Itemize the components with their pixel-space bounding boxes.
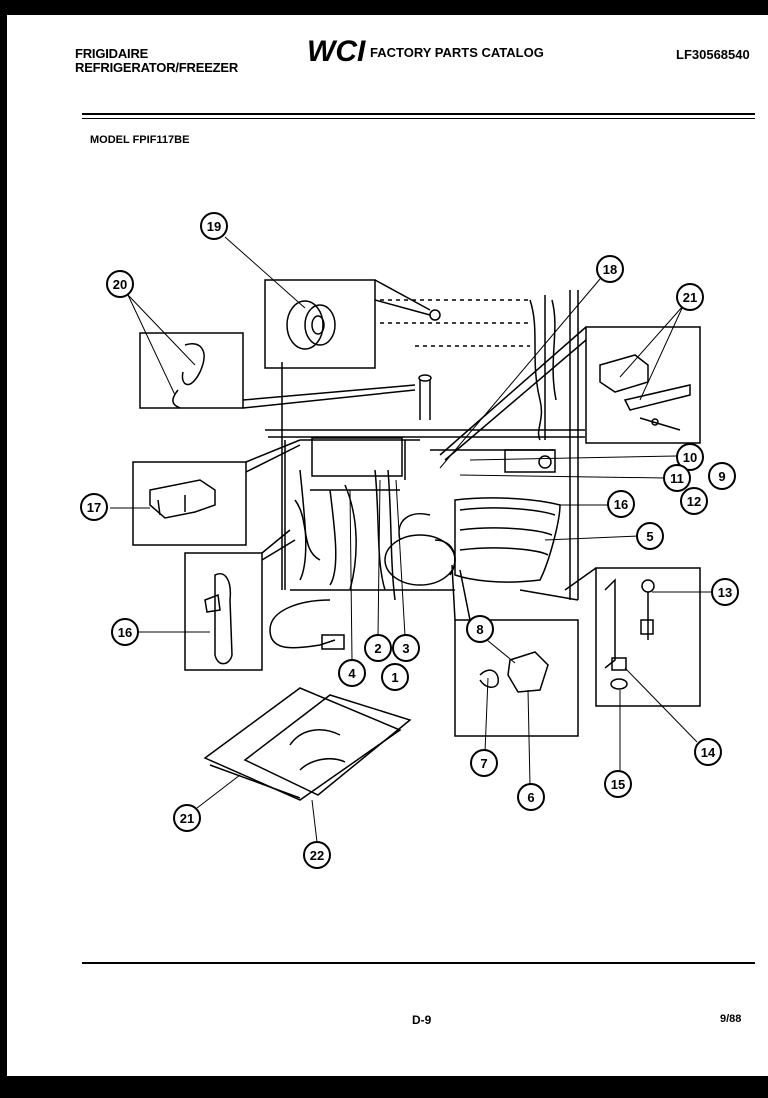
- wci-logo-text: WCI: [307, 35, 366, 65]
- header-rule: [82, 113, 755, 115]
- page-number: D-9: [412, 1013, 432, 1027]
- svg-text:19: 19: [207, 219, 221, 234]
- callout-20: 20: [106, 270, 134, 298]
- svg-text:21: 21: [683, 290, 697, 305]
- svg-text:3: 3: [402, 641, 409, 656]
- callout-7: 7: [470, 749, 498, 777]
- fan-motor: [430, 449, 556, 473]
- callout-4: 4: [338, 659, 366, 687]
- callout-5: 5: [636, 522, 664, 550]
- svg-text:20: 20: [113, 277, 127, 292]
- callout-17: 17: [80, 493, 108, 521]
- model-label: MODEL FPIF117BE: [90, 134, 190, 146]
- wiring-harness: [294, 469, 396, 601]
- svg-text:16: 16: [614, 497, 628, 512]
- svg-text:15: 15: [611, 777, 625, 792]
- product-type: REFRIGERATOR/FREEZER: [75, 60, 239, 75]
- detail-box-21: [439, 326, 701, 461]
- callout-1: 1: [381, 663, 409, 691]
- callout-22: 21: [173, 804, 201, 832]
- callout-16-right: 16: [607, 490, 635, 518]
- callout-6: 6: [517, 783, 545, 811]
- svg-text:9: 9: [718, 469, 725, 484]
- svg-text:4: 4: [348, 666, 356, 681]
- callout-11: 11: [663, 464, 691, 492]
- wci-logo: WCI: [307, 35, 366, 65]
- callout-21: 21: [676, 283, 704, 311]
- callout-15: 15: [604, 770, 632, 798]
- svg-text:10: 10: [683, 450, 697, 465]
- svg-text:22: 22: [310, 848, 324, 863]
- detail-box-19: [264, 279, 441, 369]
- svg-text:16: 16: [118, 625, 132, 640]
- detail-box-17: [132, 439, 301, 546]
- detail-box-20: [139, 332, 432, 420]
- svg-text:6: 6: [527, 790, 534, 805]
- svg-text:5: 5: [646, 529, 653, 544]
- compressor: [384, 513, 456, 586]
- callout-9: 9: [708, 462, 736, 490]
- leader-lines: [110, 236, 713, 843]
- callout-2: 2: [364, 634, 392, 662]
- callout-8: 8: [466, 615, 494, 643]
- manuals: [203, 687, 412, 801]
- scan-edge: [0, 660, 7, 1080]
- callout-12: 12: [680, 487, 708, 515]
- callout-16-left: 16: [111, 618, 139, 646]
- condenser-coil: [454, 497, 561, 583]
- svg-text:7: 7: [480, 756, 487, 771]
- footer-rule: [82, 962, 755, 964]
- part-number: LF30568540: [676, 47, 750, 62]
- svg-text:21: 21: [180, 811, 194, 826]
- svg-text:14: 14: [701, 745, 716, 760]
- callout-10: 10: [676, 443, 704, 471]
- detail-box-relay: [451, 564, 579, 737]
- header-rule-thin: [82, 118, 755, 119]
- svg-text:8: 8: [476, 622, 483, 637]
- callout-19: 19: [200, 212, 228, 240]
- revision-date: 9/88: [720, 1013, 742, 1025]
- brand-block: FRIGIDAIRE REFRIGERATOR/FREEZER: [75, 47, 238, 75]
- catalog-title: FACTORY PARTS CATALOG: [370, 45, 544, 60]
- svg-text:2: 2: [374, 641, 381, 656]
- power-cord: [269, 599, 345, 650]
- brand-name: FRIGIDAIRE: [75, 46, 149, 61]
- svg-text:17: 17: [87, 500, 101, 515]
- drain-pan: [300, 437, 420, 491]
- detail-box-mount: [564, 567, 701, 707]
- svg-text:12: 12: [687, 494, 701, 509]
- callout-13: 13: [711, 578, 739, 606]
- svg-text:11: 11: [670, 471, 684, 486]
- svg-text:18: 18: [603, 262, 617, 277]
- svg-text:13: 13: [718, 585, 732, 600]
- callout-3: 3: [392, 634, 420, 662]
- callout-14: 14: [694, 738, 722, 766]
- callout-23: 22: [303, 841, 331, 869]
- detail-box-16-left: [184, 529, 296, 671]
- svg-text:1: 1: [391, 670, 398, 685]
- callout-18: 18: [596, 255, 624, 283]
